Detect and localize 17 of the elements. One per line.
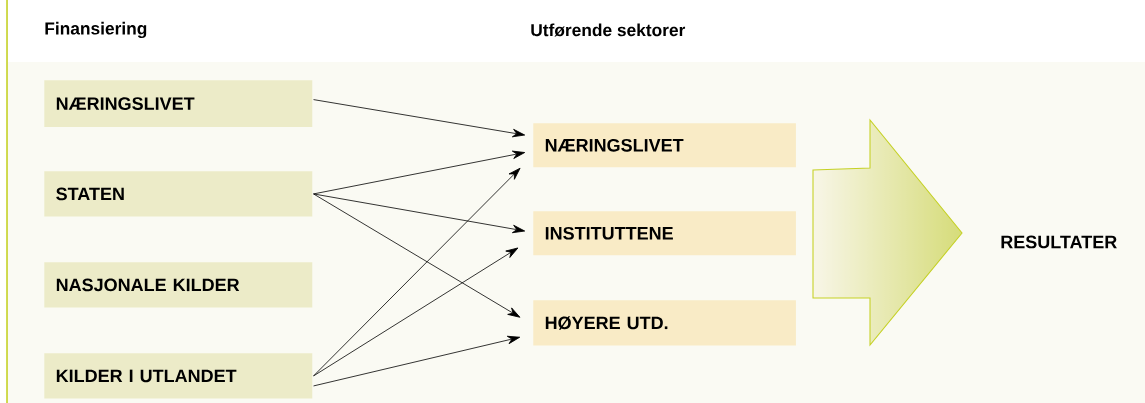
sector-box: NASJONALE KILDER bbox=[44, 262, 313, 308]
sector-box: NÆRINGSLIVET bbox=[44, 80, 313, 127]
arrow bbox=[313, 247, 519, 377]
column-heading: Utførende sektorer bbox=[531, 23, 686, 37]
sector-box: NÆRINGSLIVET bbox=[533, 123, 796, 168]
arrow bbox=[313, 99, 526, 138]
arrow bbox=[313, 167, 521, 377]
arrow bbox=[313, 193, 521, 318]
sector-box: HØYERE UTD. bbox=[533, 300, 796, 346]
sector-box: INSTITUTTENE bbox=[533, 211, 796, 256]
sector-box: KILDER I UTLANDET bbox=[44, 353, 313, 399]
arrow bbox=[313, 335, 521, 387]
column-heading: Finansiering bbox=[45, 21, 147, 39]
arrow bbox=[313, 193, 526, 234]
arrow bbox=[313, 150, 526, 195]
sector-box: STATEN bbox=[44, 171, 313, 217]
result-label: RESULTATER bbox=[1001, 235, 1117, 249]
